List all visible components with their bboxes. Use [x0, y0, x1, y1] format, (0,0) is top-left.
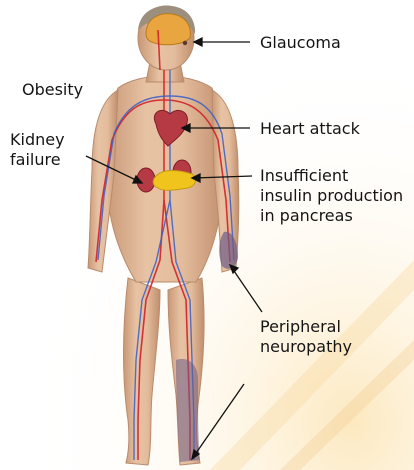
label-insulin: Insufficient insulin production in pancr…	[260, 166, 403, 226]
label-neuropathy-line-1: Peripheral	[260, 317, 352, 337]
label-neuropathy: Peripheral neuropathy	[260, 317, 352, 357]
label-insulin-line-1: Insufficient	[260, 166, 403, 186]
bruised-leg	[176, 359, 200, 462]
label-kidney-line-1: Kidney	[10, 130, 65, 150]
label-obesity: Obesity	[22, 80, 83, 100]
label-neuropathy-line-2: neuropathy	[260, 337, 352, 357]
label-heart-attack: Heart attack	[260, 119, 360, 139]
label-kidney-line-2: failure	[10, 150, 65, 170]
label-insulin-line-3: in pancreas	[260, 206, 403, 226]
label-kidney-failure: Kidney failure	[10, 130, 65, 170]
brain-icon	[146, 14, 190, 45]
pancreas-icon	[153, 171, 195, 191]
eye-icon	[183, 41, 187, 45]
label-glaucoma: Glaucoma	[260, 33, 341, 53]
label-insulin-line-2: insulin production	[260, 186, 403, 206]
